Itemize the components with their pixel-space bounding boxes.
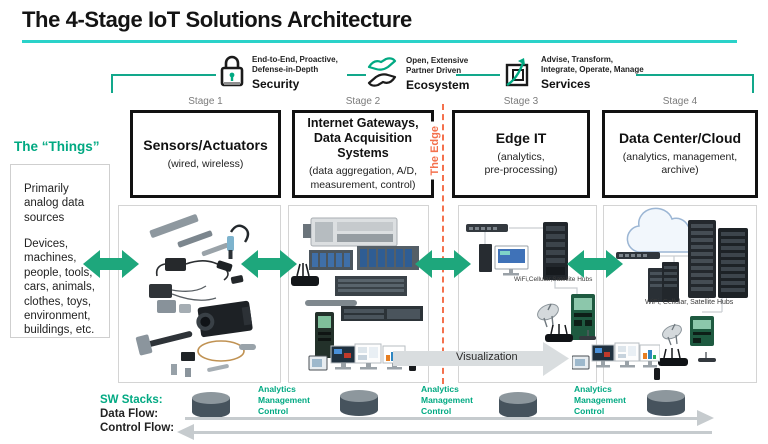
blade-server-icon — [335, 276, 407, 296]
database-cylinder-icon — [647, 390, 685, 416]
rack-bar-icon — [305, 300, 357, 306]
double-arrow-icon — [415, 250, 471, 278]
edge-divider-label: The Edge — [429, 122, 441, 180]
edge-gateway-module-icon — [571, 294, 595, 340]
sensor-rod-icons — [149, 214, 229, 257]
security-label: Security — [252, 77, 300, 92]
partner-hands-icon — [366, 56, 398, 88]
stage-1-subtitle: (wired, wireless) — [167, 157, 244, 170]
monitor-wall-icon — [308, 343, 416, 371]
stage-2-device-panel — [288, 205, 429, 383]
wireless-router-icon — [545, 324, 573, 342]
data-flow-line — [185, 417, 698, 420]
stage-2-title: Internet Gateways, Data Acquisition Syst… — [307, 116, 419, 161]
visualization-label: Visualization — [456, 351, 518, 363]
thermocouple-icon — [181, 340, 256, 362]
things-paragraph-1: Primarily analog data sources — [24, 183, 85, 224]
services-description: Advise, Transform, Integrate, Operate, M… — [541, 55, 644, 74]
bracket-line — [636, 74, 754, 76]
double-arrow-icon — [83, 250, 139, 278]
visualization-arrow — [393, 342, 569, 376]
ecosystem-description: Open, Extensive Partner Driven — [406, 56, 469, 75]
ecosystem-label: Ecosystem — [406, 78, 470, 93]
double-arrow-icon — [567, 250, 623, 278]
stage-4-box: Data Center/Cloud (analytics, management… — [602, 110, 758, 198]
tower-server-icon — [543, 222, 568, 280]
wireless-router-icon — [291, 263, 319, 286]
stage-4-subtitle: (analytics, management, archive) — [622, 151, 738, 177]
monitor-wall-icon — [572, 342, 660, 380]
stage-1-title: Sensors/Actuators — [143, 137, 268, 154]
control-flow-label: Control Flow: — [100, 422, 175, 434]
hubs-label-stage3: WiFi,Cellular,Satellite Hubs — [514, 276, 593, 283]
sw-stack-labels: Analytics Management Control — [574, 384, 626, 417]
services-label: Services — [541, 77, 591, 92]
bracket-left-tick — [111, 74, 113, 93]
database-cylinder-icon — [499, 392, 537, 418]
stage-4-title: Data Center/Cloud — [618, 130, 742, 147]
hubs-label-stage4: WiFi, Cellular, Satellite Hubs — [645, 299, 734, 306]
hammer-tool-icon — [135, 331, 193, 356]
stage-3-title: Edge IT — [495, 130, 547, 147]
edge-gateway-module-icon — [690, 316, 714, 346]
page-title: The 4-Stage IoT Solutions Architecture — [22, 7, 412, 32]
sw-stack-labels: Analytics Management Control — [421, 384, 473, 417]
banner-ecosystem: Open, Extensive Partner Driven Ecosystem — [366, 56, 469, 92]
daq-chassis-icon — [303, 217, 398, 247]
stage-3-label: Stage 3 — [503, 96, 539, 107]
edge-divider-line — [442, 104, 444, 384]
rack-server-icon — [341, 306, 423, 321]
pipe-fitting-icons — [157, 300, 191, 313]
data-flow-label: Data Flow: — [100, 408, 159, 420]
growth-chart-icon — [503, 55, 533, 89]
stage-3-subtitle: (analytics, pre-processing) — [484, 151, 558, 177]
control-flow-line — [194, 431, 712, 434]
stage-1-label: Stage 1 — [188, 96, 223, 107]
double-arrow-icon — [241, 250, 297, 278]
database-cylinder-icon — [192, 392, 230, 418]
stage-3-box: Edge IT (analytics, pre-processing) — [452, 110, 590, 198]
stage-4-label: Stage 4 — [662, 96, 698, 107]
satellite-dish-icon — [537, 303, 559, 328]
machine-vision-camera-icon — [196, 300, 253, 338]
bracket-line — [456, 74, 500, 76]
datacenter-rack-icons — [688, 220, 748, 298]
things-box — [10, 164, 110, 338]
things-heading: The “Things” — [14, 139, 100, 154]
bracket-line — [111, 74, 216, 76]
probe-sensor-icon — [227, 224, 250, 259]
stage-1-box: Sensors/Actuators (wired, wireless) — [130, 110, 281, 198]
stage-2-box: Internet Gateways, Data Acquisition Syst… — [292, 110, 434, 198]
bracket-right-tick — [752, 74, 754, 93]
sw-stack-labels: Analytics Management Control — [258, 384, 310, 417]
stage-1-device-panel — [118, 205, 281, 383]
desktop-computer-icon — [479, 244, 529, 276]
sw-stacks-label: SW Stacks: — [100, 394, 163, 406]
banner-services: Advise, Transform, Integrate, Operate, M… — [503, 55, 644, 91]
bracket-line — [347, 74, 366, 76]
wireless-router-icon — [658, 348, 688, 366]
server-tower-icons — [648, 262, 679, 302]
lock-icon — [220, 55, 244, 89]
banner-security: End-to-End, Proactive, Defense-in-Depth … — [220, 55, 338, 91]
satellite-dish-icon — [662, 323, 682, 346]
control-flow-arrowhead — [177, 424, 194, 440]
industrial-pc-icon — [315, 312, 334, 358]
cable-sensor-icons — [149, 258, 244, 301]
io-module-rack-icons — [309, 246, 419, 270]
connection-lines — [484, 227, 578, 294]
stage-2-subtitle: (data aggregation, A/D, measurement, con… — [309, 165, 417, 191]
title-underline — [22, 40, 737, 43]
stud-icons — [171, 364, 229, 377]
data-flow-arrowhead — [697, 410, 714, 426]
security-description: End-to-End, Proactive, Defense-in-Depth — [252, 55, 338, 74]
database-cylinder-icon — [340, 390, 378, 416]
access-point-icon — [579, 330, 596, 340]
network-switch-icon — [616, 252, 660, 259]
things-paragraph-2: Devices, machines, people, tools, cars, … — [24, 238, 95, 337]
network-switch-icon — [466, 224, 508, 232]
access-point-icon — [698, 352, 716, 362]
stage-2-label: Stage 2 — [345, 96, 381, 107]
